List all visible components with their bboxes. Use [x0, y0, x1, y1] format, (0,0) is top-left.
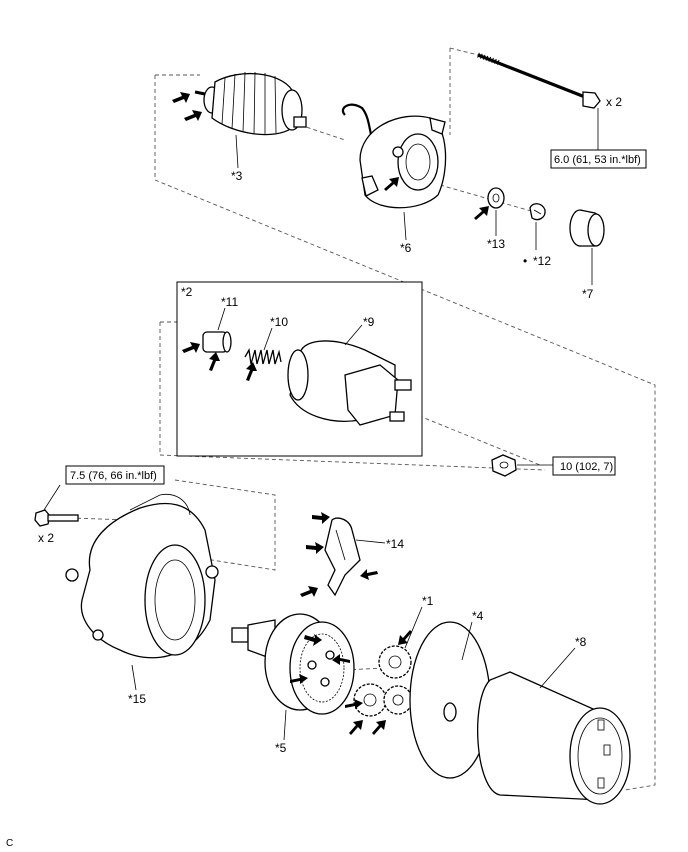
callout-7: *7: [582, 287, 594, 301]
callout-12-bullet: •: [523, 254, 527, 268]
callout-12: *12: [533, 254, 551, 268]
lock-plate: [529, 203, 546, 221]
callout-14: *14: [386, 537, 404, 551]
callout-4: *4: [472, 609, 484, 623]
callout-2: *2: [181, 285, 193, 299]
planetary-gears: [353, 645, 413, 717]
callout-8: *8: [575, 635, 587, 649]
armature: [194, 71, 307, 136]
torque-spec-through-bolt: 6.0 (61, 53 in.*lbf): [554, 154, 641, 166]
callout-10: *10: [270, 315, 288, 329]
clutch-assembly: [231, 613, 355, 715]
qty-through-bolt: x 2: [606, 95, 622, 109]
through-bolt: [477, 52, 601, 109]
callout-6: *6: [400, 241, 412, 255]
callout-3: *3: [231, 169, 243, 183]
torque-box-through-bolt: [550, 149, 647, 169]
end-cap: [569, 209, 605, 247]
drive-lever: [324, 517, 361, 597]
leader-lines: [43, 108, 599, 741]
magnetic-switch: [287, 340, 412, 426]
starter-housing: [65, 493, 219, 659]
callout-13: *13: [487, 237, 505, 251]
commutator-end-frame: [341, 103, 447, 209]
callout-15: *15: [128, 692, 146, 706]
callout-5: *5: [275, 741, 287, 755]
torque-box-housing-bolt: [65, 465, 165, 485]
figure-code: C: [6, 838, 13, 849]
torque-box-terminal-nut: [552, 456, 616, 476]
callout-1: *1: [422, 594, 434, 608]
housing-bolt: [34, 509, 79, 527]
plunger: [202, 331, 232, 353]
callout-9: *9: [363, 315, 375, 329]
terminal-nut: [491, 454, 517, 477]
qty-housing-bolt: x 2: [38, 531, 54, 545]
washer: [487, 187, 505, 209]
grease-arrows: [172, 92, 489, 735]
torque-spec-terminal-nut: 10 (102, 7): [560, 461, 613, 473]
center-plate: [409, 621, 491, 779]
yoke: [477, 671, 631, 805]
callout-11: *11: [221, 295, 238, 309]
torque-spec-housing-bolt: 7.5 (76, 66 in.*lbf): [70, 470, 157, 482]
